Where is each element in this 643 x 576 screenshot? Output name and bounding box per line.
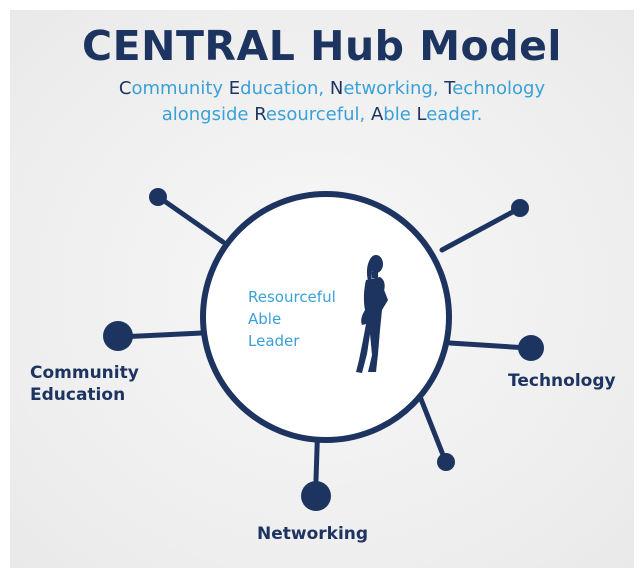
subtitle-word: etworking,	[343, 78, 445, 99]
node-community-education	[103, 321, 133, 351]
acronym-letter: C	[118, 78, 132, 99]
node-top-left	[149, 188, 167, 206]
label-community-education: Community Education	[30, 362, 139, 406]
center-line-leader: Leader	[248, 332, 300, 350]
center-line-resourceful: Resourceful	[248, 288, 336, 306]
subtitle-word: ble	[383, 104, 417, 125]
center-line-able: Able	[248, 310, 282, 328]
spoke-bottom-right	[416, 391, 448, 463]
acronym-letter: N	[329, 78, 344, 99]
spoke-community-education	[117, 330, 205, 340]
spoke-top-left	[157, 195, 226, 245]
node-technology	[518, 335, 544, 361]
label-technology: Technology	[508, 371, 616, 391]
node-networking	[301, 481, 331, 511]
acronym-letter: A	[370, 104, 384, 125]
subtitle-line-1: Community Education, Networking, Technol…	[20, 78, 634, 99]
subtitle-word: alongside	[161, 104, 255, 125]
woman-silhouette-icon	[356, 255, 388, 373]
acronym-letter: R	[254, 104, 266, 125]
hub-diagram	[103, 188, 544, 511]
label-education: Education	[30, 385, 126, 405]
node-top-right	[511, 199, 529, 217]
subtitle-word: ducation,	[240, 78, 330, 99]
subtitle-word: eader.	[426, 104, 483, 125]
acronym-letter: E	[228, 78, 241, 99]
diagram-canvas: CENTRAL Hub Model Community Education, N…	[10, 10, 634, 568]
subtitle-word: echnology	[452, 78, 546, 99]
hub-circle	[200, 191, 452, 443]
spoke-top-right	[439, 205, 523, 253]
label-community: Community	[30, 363, 139, 383]
subtitle-word: esourceful,	[265, 104, 371, 125]
node-bottom-right	[437, 453, 455, 471]
label-networking: Networking	[257, 524, 369, 544]
subtitle-word: ommunity	[131, 78, 229, 99]
acronym-letter: T	[444, 78, 453, 99]
spoke-technology	[447, 340, 531, 351]
subtitle-line-2: alongside Resourceful, Able Leader.	[10, 104, 634, 125]
acronym-letter: L	[416, 104, 427, 125]
diagram-title: CENTRAL Hub Model	[82, 22, 562, 70]
center-label: Resourceful Able Leader	[248, 286, 336, 352]
